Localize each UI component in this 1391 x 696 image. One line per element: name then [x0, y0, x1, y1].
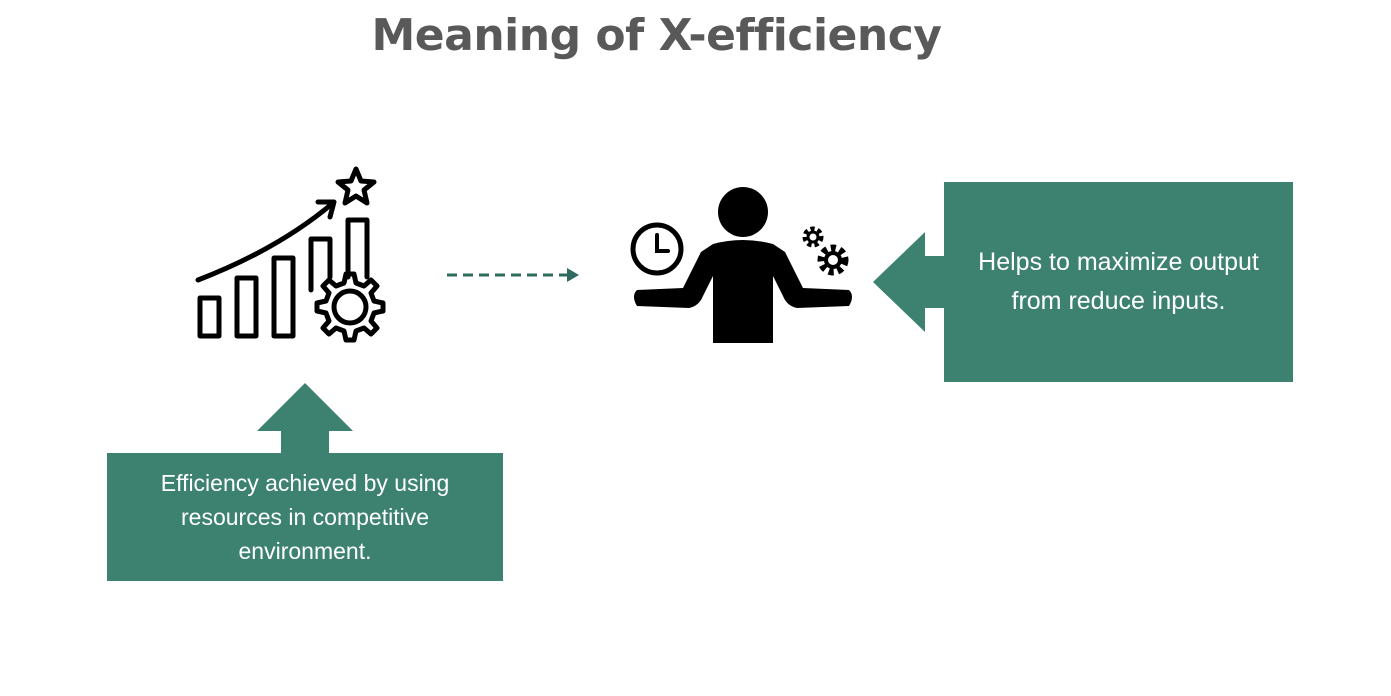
output-description-text: Helps to maximize output from reduce inp… — [978, 248, 1259, 315]
output-description-box: Helps to maximize output from reduce inp… — [944, 182, 1293, 382]
efficiency-description-box: Efficiency achieved by using resources i… — [107, 453, 503, 581]
person-clock-gears-icon — [625, 180, 860, 350]
growth-chart-gear-star-icon — [190, 165, 395, 370]
page-title: Meaning of X-efficiency — [371, 10, 942, 61]
up-arrow-shape — [257, 383, 353, 455]
left-arrow-shape — [873, 232, 947, 332]
efficiency-description-text: Efficiency achieved by using resources i… — [160, 470, 450, 564]
dashed-arrow-icon — [445, 264, 585, 286]
